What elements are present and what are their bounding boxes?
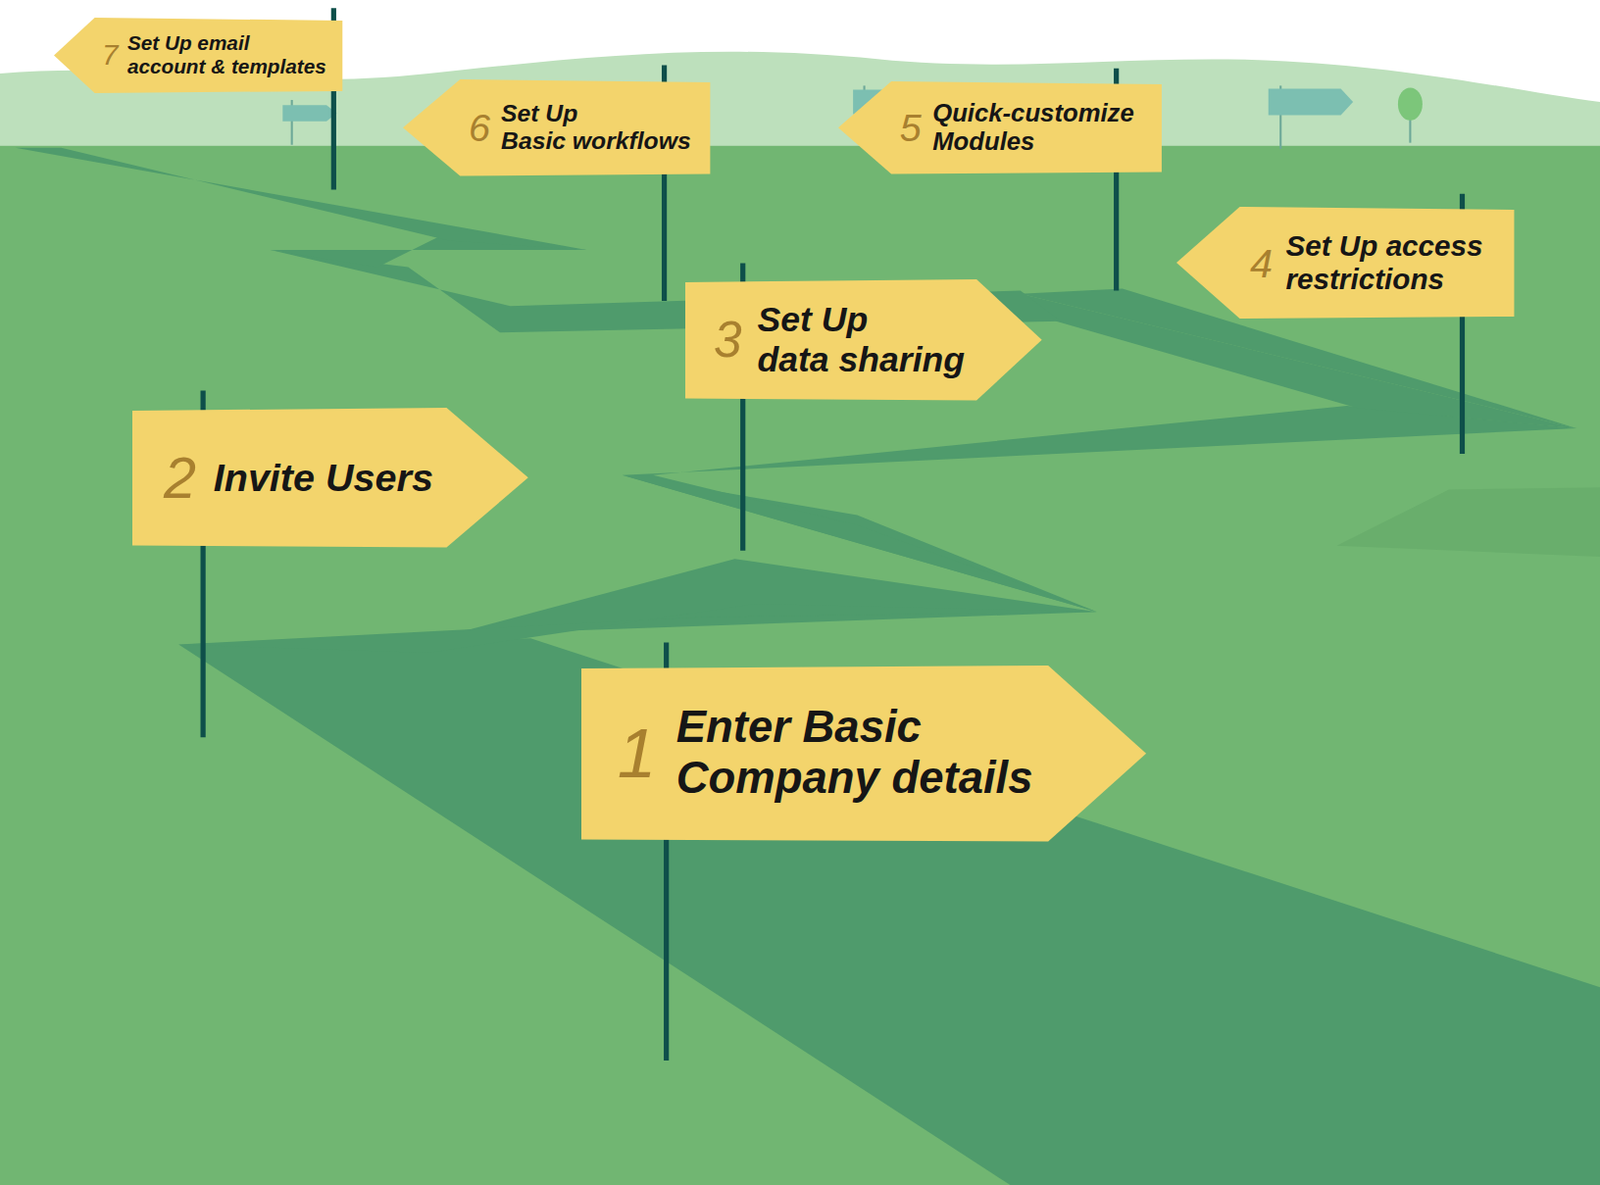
step-label: Set Up Basic workflows bbox=[500, 100, 692, 156]
sign-outline bbox=[581, 665, 1147, 843]
step-number: 5 bbox=[900, 108, 922, 149]
step-number: 6 bbox=[468, 108, 491, 149]
signpost: 6Set Up Basic workflows bbox=[402, 79, 710, 176]
path-segment bbox=[270, 236, 588, 267]
field bbox=[0, 146, 1600, 1185]
sign-outline bbox=[838, 81, 1162, 174]
winding-path bbox=[15, 148, 1600, 1185]
step-label: Enter Basic Company details bbox=[676, 701, 1034, 805]
sign-outline bbox=[1176, 206, 1514, 319]
step-number: 1 bbox=[617, 718, 657, 789]
sign-outline bbox=[685, 279, 1043, 400]
step-label: Set Up access restrictions bbox=[1285, 229, 1491, 297]
step-number: 7 bbox=[101, 40, 119, 70]
step-number: 3 bbox=[713, 314, 743, 365]
path-segment bbox=[178, 603, 1098, 653]
signpost: 4 Set Up access restrictions bbox=[1176, 206, 1514, 319]
step-label: Set Up email account & templates bbox=[127, 31, 327, 79]
signpost: 7 Set Up email account & templates bbox=[53, 17, 343, 94]
step-label: Quick-customize Modules bbox=[932, 99, 1142, 157]
path-segment bbox=[178, 638, 1600, 1185]
sign-outline bbox=[132, 407, 529, 549]
step-label: Invite Users bbox=[213, 455, 434, 500]
field-shadow bbox=[1336, 487, 1600, 557]
step-number: 4 bbox=[1250, 243, 1273, 285]
distant-sign bbox=[1268, 89, 1353, 116]
tree bbox=[1398, 87, 1423, 120]
step-label: Set Up data sharing bbox=[757, 300, 966, 381]
hills bbox=[0, 51, 1600, 155]
signpost: 1 Enter Basic Company details bbox=[581, 665, 1147, 843]
step-number: 2 bbox=[163, 449, 197, 507]
sign-outline bbox=[402, 79, 710, 176]
signpost: 3 Set Up data sharing bbox=[685, 279, 1043, 400]
path-segment bbox=[622, 405, 1577, 612]
signpost: 5Quick-customize Modules bbox=[838, 81, 1162, 174]
distant-sign bbox=[282, 104, 337, 122]
signpost: 2 Invite Users bbox=[132, 407, 529, 549]
sign-outline bbox=[53, 17, 343, 94]
